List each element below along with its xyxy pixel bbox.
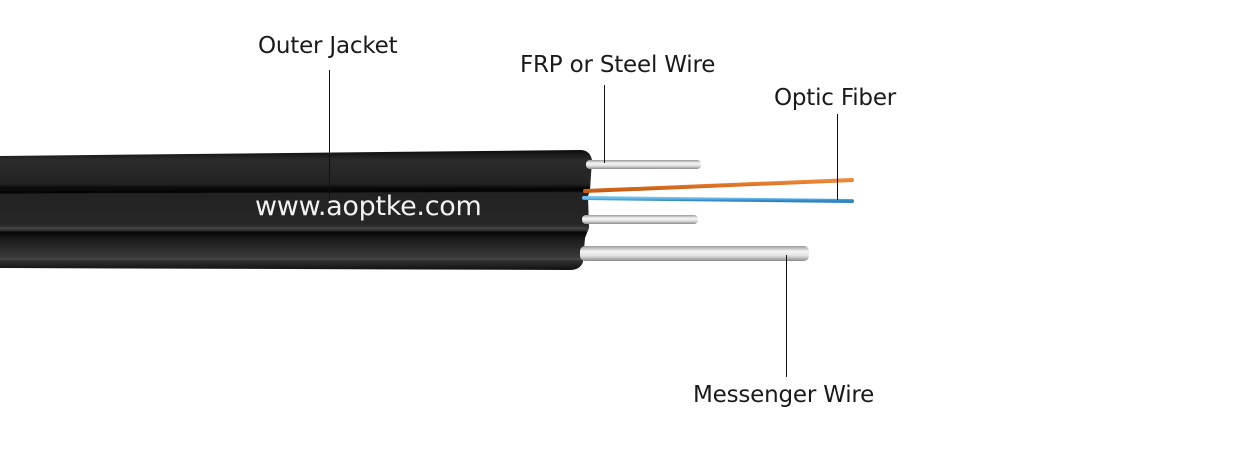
- label-outer-jacket: Outer Jacket: [258, 33, 398, 59]
- leader-line-outer-jacket: [329, 70, 330, 200]
- optic-fiber-orange: [583, 178, 854, 193]
- leader-line-frp-steel-wire: [604, 85, 605, 163]
- optic-fiber-blue: [582, 196, 854, 203]
- frp-steel-wire-upper: [586, 160, 701, 169]
- jacket-groove-upper: [0, 188, 589, 194]
- messenger-wire: [580, 246, 809, 261]
- watermark-text: www.aoptke.com: [255, 191, 482, 222]
- label-frp-or-steel-wire: FRP or Steel Wire: [520, 52, 716, 78]
- leader-line-optic-fiber: [837, 114, 838, 200]
- frp-steel-wire-lower: [582, 215, 698, 224]
- outer-jacket: [0, 150, 592, 270]
- label-optic-fiber: Optic Fiber: [774, 85, 897, 111]
- label-messenger-wire: Messenger Wire: [693, 382, 875, 408]
- leader-line-messenger-wire: [786, 255, 787, 377]
